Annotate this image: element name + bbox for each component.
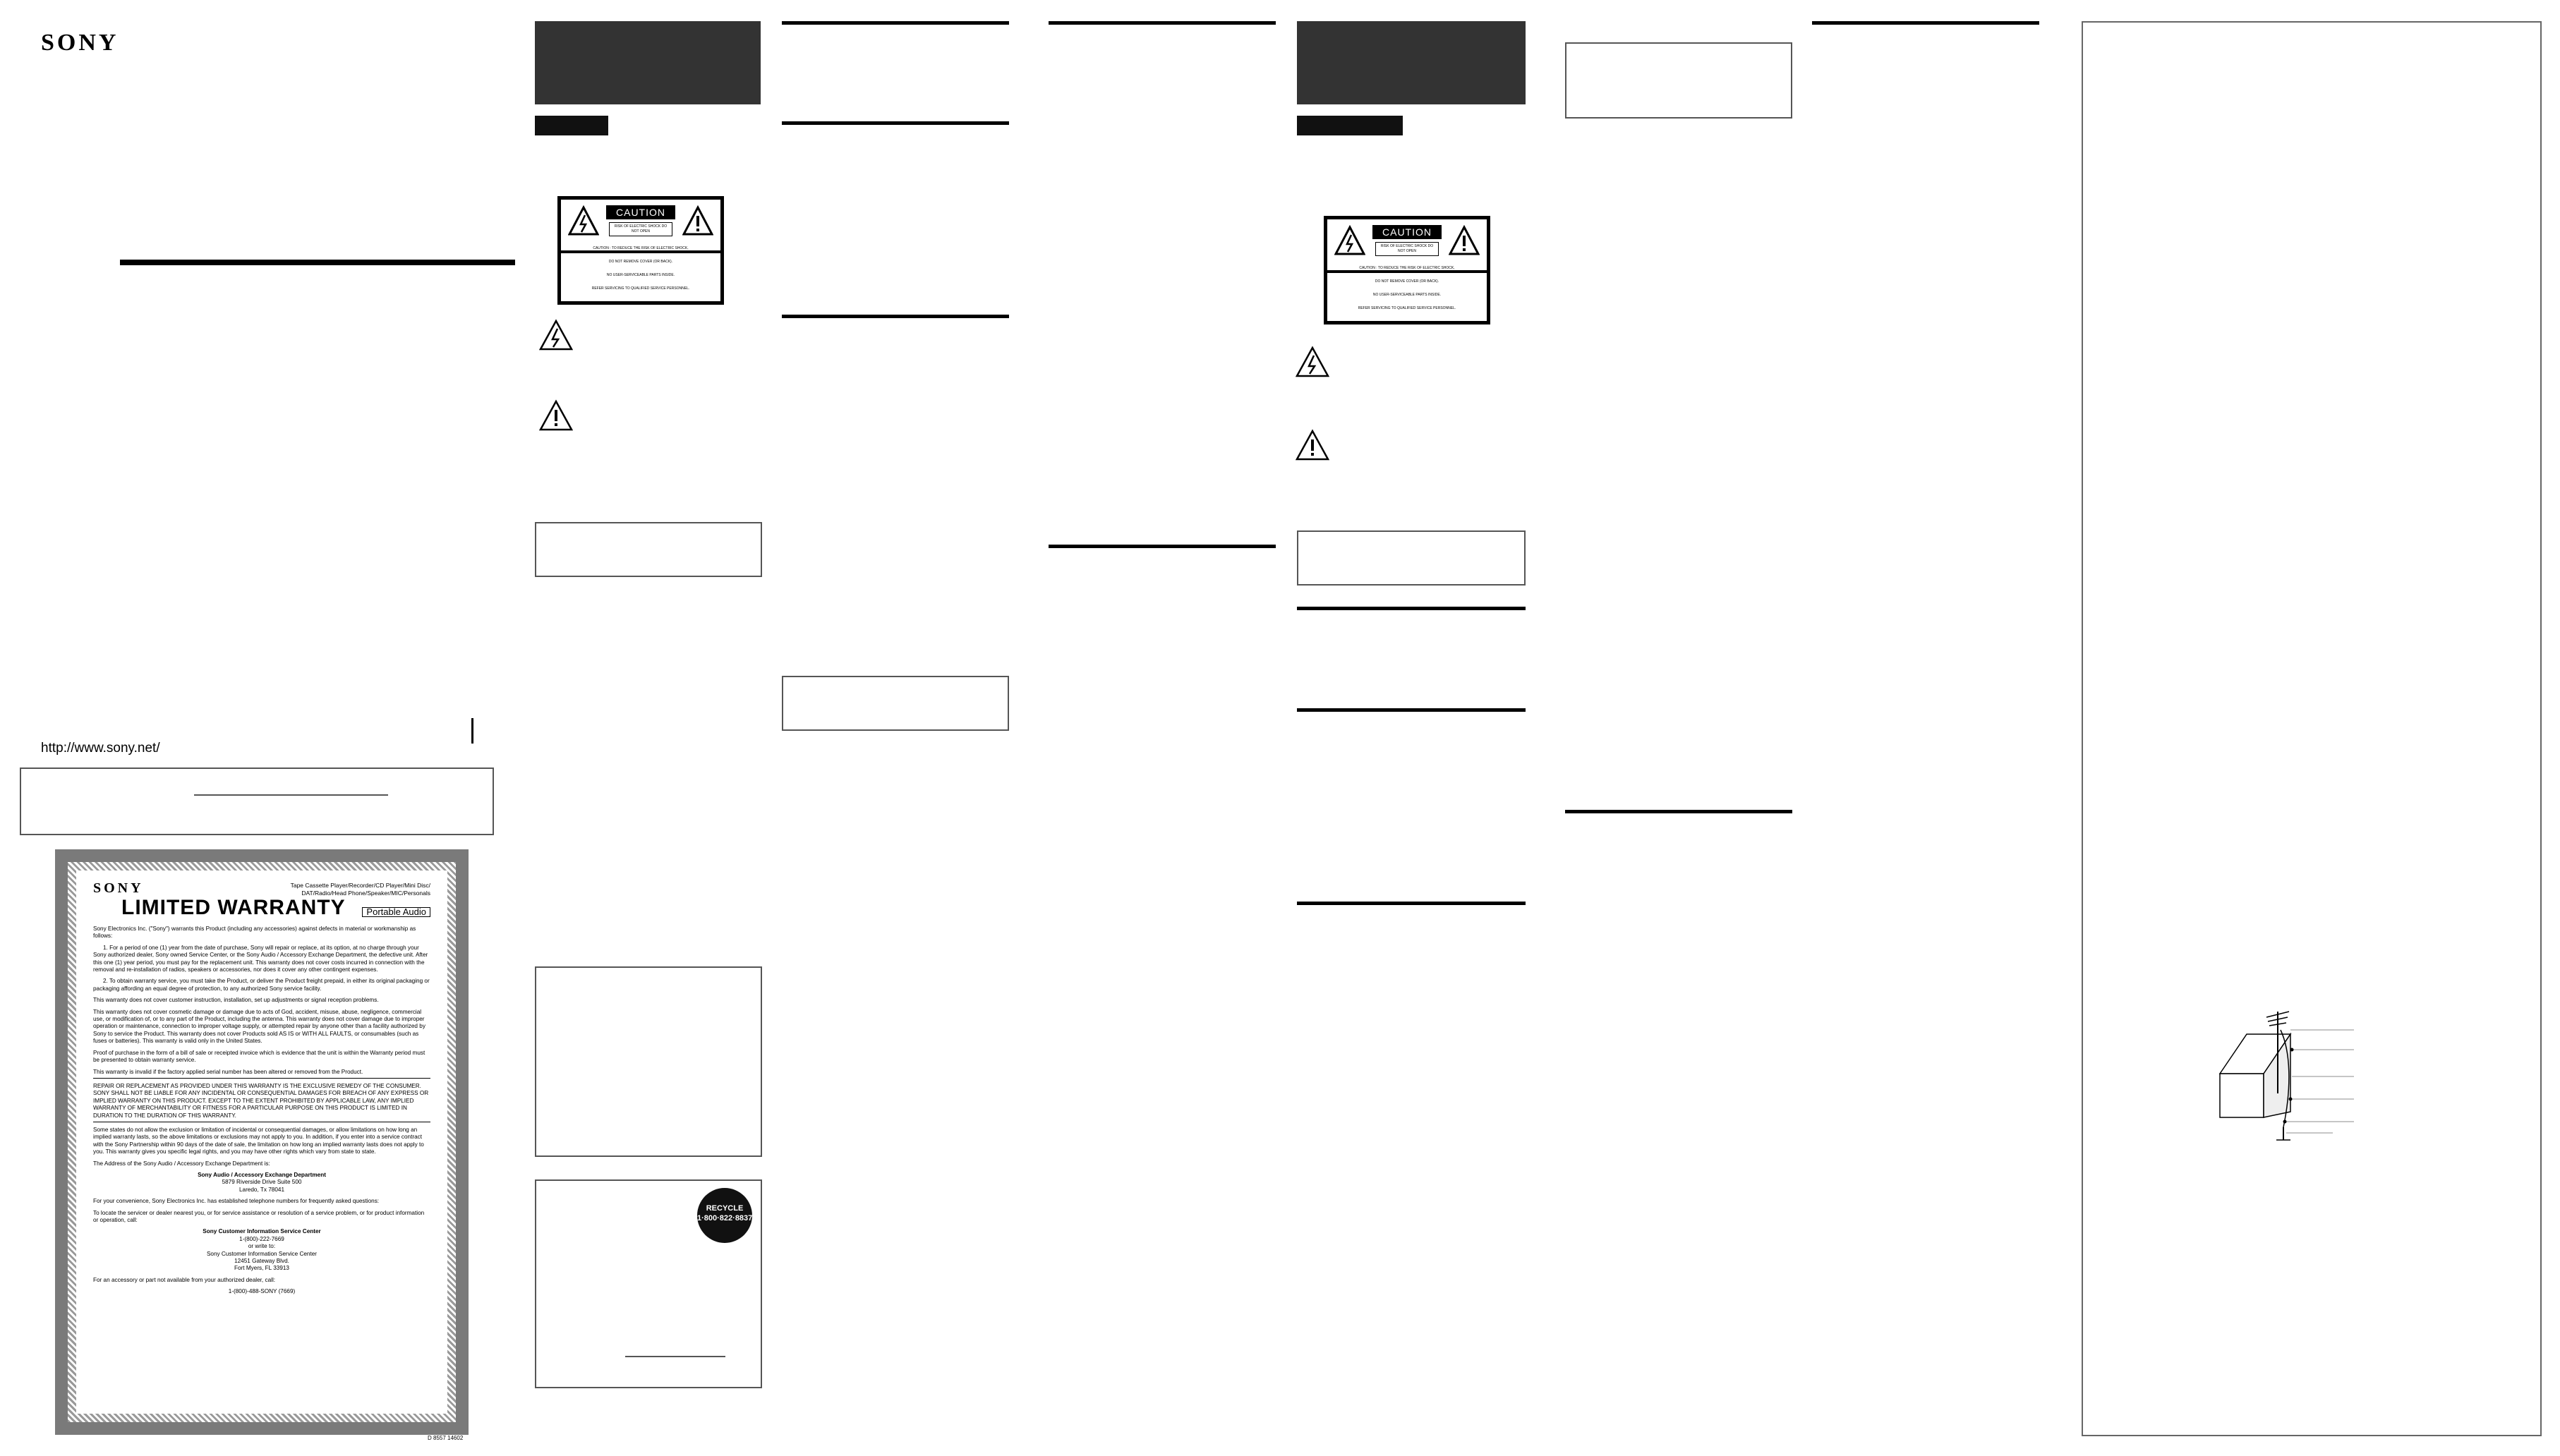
exchange-name: Sony Audio / Accessory Exchange Departme…	[198, 1171, 326, 1178]
lightning-triangle-icon	[568, 205, 599, 236]
caution-line: NO USER-SERVICEABLE PARTS INSIDE.	[1372, 293, 1442, 297]
warranty-paragraph: Proof of purchase in the form of a bill …	[93, 1049, 425, 1064]
sony-url[interactable]: http://www.sony.net/	[41, 741, 160, 756]
warranty-paragraph: This warranty does not cover customer in…	[93, 997, 379, 1004]
header-block-2	[1297, 21, 1526, 104]
section-rule	[782, 121, 1009, 125]
note-box-4	[1297, 530, 1526, 586]
center-line: Fort Myers, FL 33913	[234, 1265, 289, 1272]
section-rule	[1297, 902, 1526, 905]
caution-title: CAUTION	[1372, 225, 1442, 239]
accessory-phone: 1-(800)-488-SONY (7669)	[228, 1288, 296, 1295]
lightning-triangle-icon	[1334, 225, 1365, 255]
caution-line: NO USER-SERVICEABLE PARTS INSIDE.	[606, 273, 675, 277]
section-rule	[1297, 607, 1526, 610]
center-line: 12451 Gateway Blvd.	[234, 1258, 289, 1265]
exclamation-triangle-icon	[1296, 429, 1329, 461]
warranty-products: Tape Cassette Player/Recorder/CD Player/…	[290, 882, 430, 897]
section-rule	[782, 315, 1009, 318]
note-box-2	[535, 966, 762, 1157]
warranty-paragraph: The Address of the Sony Audio / Accessor…	[93, 1160, 270, 1167]
warranty-paragraph: REPAIR OR REPLACEMENT AS PROVIDED UNDER …	[93, 1083, 430, 1122]
exclamation-triangle-icon	[539, 399, 573, 431]
caution-lines: CAUTION : TO REDUCE THE RISK OF ELECTRIC…	[561, 242, 720, 296]
exclamation-triangle-icon	[1449, 225, 1480, 255]
caution-label-1: CAUTION RISK OF ELECTRIC SHOCK DO NOT OP…	[557, 196, 724, 305]
faq-note: For your convenience, Sony Electronics I…	[93, 1198, 380, 1205]
limited-warranty-card: SONY Tape Cassette Player/Recorder/CD Pl…	[55, 849, 469, 1435]
center-line: Sony Customer Information Service Center	[206, 1250, 318, 1257]
language-tab-1	[535, 116, 608, 135]
note-box-5	[1565, 42, 1792, 119]
caution-lines: CAUTION : TO REDUCE THE RISK OF ELECTRIC…	[1327, 262, 1487, 315]
cover-title-rule	[120, 260, 515, 265]
section-rule	[1812, 21, 2039, 25]
caution-line: REFER SERVICING TO QUALIFIED SERVICE PER…	[1358, 306, 1456, 310]
warranty-badge: Portable Audio	[362, 907, 430, 918]
section-rule	[1565, 810, 1792, 813]
recycle-badge-icon: RECYCLE 1·800·822·8837	[697, 1188, 752, 1243]
language-tab-2	[1297, 116, 1403, 135]
warranty-header: SONY Tape Cassette Player/Recorder/CD Pl…	[93, 880, 430, 926]
warranty-paragraph: 1. For a period of one (1) year from the…	[93, 944, 428, 973]
exchange-address: Sony Audio / Accessory Exchange Departme…	[93, 1172, 430, 1194]
caution-subtitle: RISK OF ELECTRIC SHOCK DO NOT OPEN	[609, 222, 672, 236]
cover-vertical-mark	[471, 718, 473, 744]
caution-label-top: CAUTION RISK OF ELECTRIC SHOCK DO NOT OP…	[561, 200, 720, 253]
accessory-note: For an accessory or part not available f…	[93, 1276, 276, 1283]
note-box-1	[535, 522, 762, 577]
lightning-triangle-icon	[539, 319, 573, 351]
recycle-box: RECYCLE 1·800·822·8837	[535, 1179, 762, 1388]
warranty-sony-logo: SONY	[93, 880, 144, 896]
center-name: Sony Customer Information Service Center	[203, 1228, 321, 1235]
header-block-1	[535, 21, 761, 104]
center-line: 1-(800)-222-7669	[239, 1235, 284, 1242]
caution-title: CAUTION	[606, 205, 675, 219]
customer-center: Sony Customer Information Service Center…	[93, 1228, 430, 1272]
cover-notice-box	[20, 768, 494, 835]
recycle-box-rule	[625, 1356, 725, 1357]
locate-note: To locate the servicer or dealer nearest…	[93, 1209, 425, 1223]
caution-line: DO NOT REMOVE COVER (OR BACK).	[608, 260, 673, 264]
warranty-paragraph: 2. To obtain warranty service, you must …	[93, 978, 430, 992]
antenna-grounding-diagram	[2218, 1011, 2354, 1141]
sony-logo: SONY	[41, 30, 119, 56]
warranty-paragraph: Some states do not allow the exclusion o…	[93, 1126, 424, 1155]
center-line: or write to:	[248, 1243, 276, 1250]
caution-line: CAUTION : TO REDUCE THE RISK OF ELECTRIC…	[1359, 266, 1455, 270]
caution-line: CAUTION : TO REDUCE THE RISK OF ELECTRIC…	[593, 246, 689, 250]
section-rule	[782, 21, 1009, 25]
caution-subtitle: RISK OF ELECTRIC SHOCK DO NOT OPEN	[1375, 242, 1439, 256]
section-rule	[1297, 708, 1526, 712]
exchange-line: 5879 Riverside Drive Suite 500	[222, 1179, 302, 1186]
exclamation-triangle-icon	[682, 205, 713, 236]
warranty-title: LIMITED WARRANTY	[121, 896, 346, 919]
cover-notice-rule	[194, 794, 388, 796]
exchange-line: Laredo, Tx 78041	[239, 1186, 285, 1193]
part-number: D 8557 14602	[428, 1435, 464, 1441]
caution-line: REFER SERVICING TO QUALIFIED SERVICE PER…	[591, 286, 690, 291]
note-box-3	[782, 676, 1009, 731]
warranty-paragraph: This warranty is invalid if the factory …	[93, 1069, 430, 1079]
lightning-triangle-icon	[1296, 346, 1329, 377]
caution-label-2: CAUTION RISK OF ELECTRIC SHOCK DO NOT OP…	[1324, 216, 1490, 324]
warranty-paragraph: This warranty does not cover cosmetic da…	[93, 1008, 425, 1045]
caution-line: DO NOT REMOVE COVER (OR BACK).	[1375, 279, 1439, 284]
recycle-badge-text: RECYCLE 1·800·822·8837	[697, 1204, 753, 1223]
caution-label-top: CAUTION RISK OF ELECTRIC SHOCK DO NOT OP…	[1327, 219, 1487, 273]
section-rule	[1049, 545, 1276, 548]
section-rule	[1049, 21, 1276, 25]
warranty-paragraph: Sony Electronics Inc. ("Sony") warrants …	[93, 926, 416, 940]
back-page-frame	[2082, 21, 2542, 1436]
